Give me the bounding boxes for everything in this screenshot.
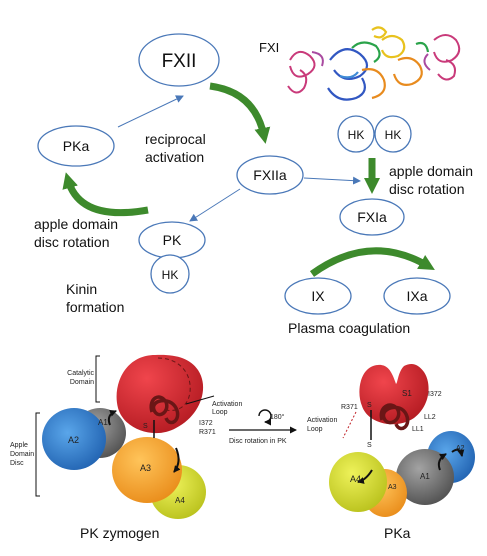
label-formation: formation (66, 299, 124, 315)
node-hk-left-label: HK (348, 128, 365, 142)
ll2-label-pka: LL2 (424, 414, 436, 421)
disc-rotation-arrow: 180° Disc rotation in PK (229, 409, 297, 445)
fxi-label: FXI (259, 40, 279, 55)
label-apple-domain-right: apple domain (389, 163, 473, 179)
node-pka-label: PKa (63, 138, 90, 154)
pk-zymogen-model: Catalytic Domain Apple Domain Disc Activ… (10, 354, 242, 519)
node-pk-label: PK (163, 232, 182, 248)
node-hk-right: HK (374, 115, 412, 153)
activation-loop-pointer (185, 395, 215, 405)
green-arrow-fxii-to-fxiia (209, 82, 271, 144)
label-kinin: Kinin (66, 281, 97, 297)
a4-label-pka: A4 (350, 474, 361, 484)
label-apple-domain-left: apple domain (34, 216, 118, 232)
activation-loop-label-1: Activation (212, 401, 242, 408)
caption-pka: PKa (384, 525, 411, 541)
fxi-structure-center (327, 26, 430, 101)
apple-disc-label-2: Domain (10, 451, 34, 458)
node-fxii-label: FXII (162, 51, 197, 72)
s1-label-pka: S1 (402, 389, 412, 398)
ll1-label-pka: LL1 (412, 426, 424, 433)
catalytic-label-1: Catalytic (67, 370, 94, 377)
label-activation: activation (145, 149, 204, 165)
apple-domain-disc-bracket (35, 412, 40, 497)
rotation-arrow-a4-pka (357, 469, 373, 484)
node-ix: IX (284, 277, 352, 315)
node-ixa: IXa (383, 277, 451, 315)
activation-loop-label-2: Loop (212, 409, 228, 416)
node-hk-pk-label: HK (162, 268, 179, 282)
s-label-zymogen: S (143, 423, 148, 430)
fxi-structure-right-lobe (423, 34, 461, 81)
node-pk: PK (138, 221, 206, 259)
i372-label-zymogen: I372 (199, 420, 213, 427)
node-pka: PKa (37, 125, 115, 167)
caption-pk-zymogen: PK zymogen (80, 525, 159, 541)
label-reciprocal: reciprocal (145, 131, 206, 147)
a4-label-zymogen: A4 (175, 496, 185, 505)
label-plasma-coagulation: Plasma coagulation (288, 320, 410, 336)
a1-label-pka: A1 (420, 472, 430, 481)
fxi-structure-image (287, 26, 461, 101)
green-arrow-ix-to-ixa (309, 247, 435, 277)
node-hk-left: HK (337, 115, 375, 153)
node-fxia: FXIa (339, 198, 405, 236)
pka-model: S1 I372 R371 LL2 LL1 Activation Loop S S… (307, 364, 475, 517)
catalytic-label-2: Domain (70, 379, 94, 386)
r371-label-pka: R371 (341, 404, 358, 411)
a3-label-zymogen: A3 (140, 463, 151, 473)
a1-label-zymogen: A1 (98, 418, 108, 427)
arrow-fxiia-to-pk (189, 188, 241, 222)
i372-label-pka: I372 (428, 391, 442, 398)
node-fxiia: FXIIa (236, 155, 304, 195)
r371-pointer (342, 411, 357, 439)
activation-loop-label-pka-2: Loop (307, 426, 323, 433)
domain-a2-zymogen (42, 408, 106, 470)
fxi-structure-left-lobe (287, 50, 324, 94)
node-fxia-label: FXIa (357, 209, 387, 225)
domain-a3-zymogen (112, 437, 182, 503)
s-bottom-label-pka: S (367, 442, 372, 449)
green-arrow-pk-to-pka (62, 172, 149, 217)
catalytic-domain-zymogen (116, 354, 204, 434)
node-ixa-label: IXa (406, 288, 427, 304)
a2-label-zymogen: A2 (68, 435, 79, 445)
rotation-arrow-a3 (173, 447, 181, 473)
r371-label-zymogen: R371 (199, 429, 216, 436)
node-fxii: FXII (138, 33, 220, 87)
node-fxiia-label: FXIIa (253, 167, 287, 183)
catalytic-domain-pka (359, 364, 429, 425)
rotation-180-label: 180° (270, 413, 285, 421)
a3-label-pka: A3 (388, 484, 397, 491)
arrow-pka-to-fxii (117, 95, 184, 128)
node-hk-right-label: HK (385, 128, 402, 142)
node-hk-pk: HK (150, 254, 190, 294)
label-disc-rotation-left: disc rotation (34, 234, 109, 250)
a2-label-pka: A2 (456, 445, 465, 452)
rotation-arrow-a1 (107, 409, 117, 426)
rotation-arrow-a1-pka (437, 453, 447, 471)
node-ix-label: IX (311, 288, 325, 304)
apple-disc-label-1: Apple (10, 442, 28, 449)
label-disc-rotation-right: disc rotation (389, 181, 464, 197)
disc-rotation-in-pk-label: Disc rotation in PK (229, 438, 287, 445)
s-top-label-pka: S (367, 402, 372, 409)
activation-loop-label-pka-1: Activation (307, 417, 337, 424)
apple-disc-label-3: Disc (10, 460, 24, 467)
rotation-arrow-a2-pka (451, 448, 465, 457)
activation-loop-zymogen (149, 395, 180, 425)
catalytic-domain-bracket (95, 355, 100, 403)
activation-loop-pka (379, 403, 410, 431)
arrow-fxiia-to-fxia (303, 176, 361, 185)
catalytic-pocket-outline (157, 357, 191, 411)
rotate-180-icon (258, 409, 272, 426)
